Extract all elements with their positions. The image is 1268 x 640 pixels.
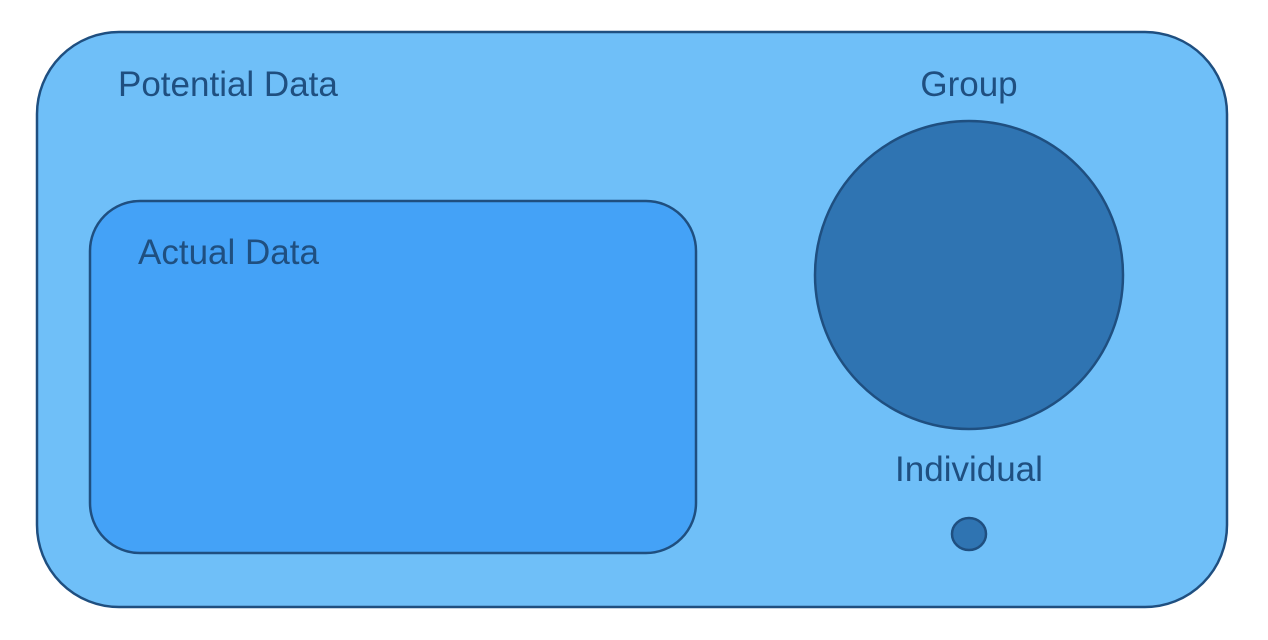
group-circle (813, 119, 1125, 431)
actual-data-label: Actual Data (138, 233, 319, 272)
individual-label: Individual (895, 450, 1043, 489)
actual-data-region (88, 199, 698, 555)
individual-circle (950, 516, 988, 552)
group-label: Group (920, 65, 1017, 104)
potential-data-label: Potential Data (118, 65, 338, 104)
